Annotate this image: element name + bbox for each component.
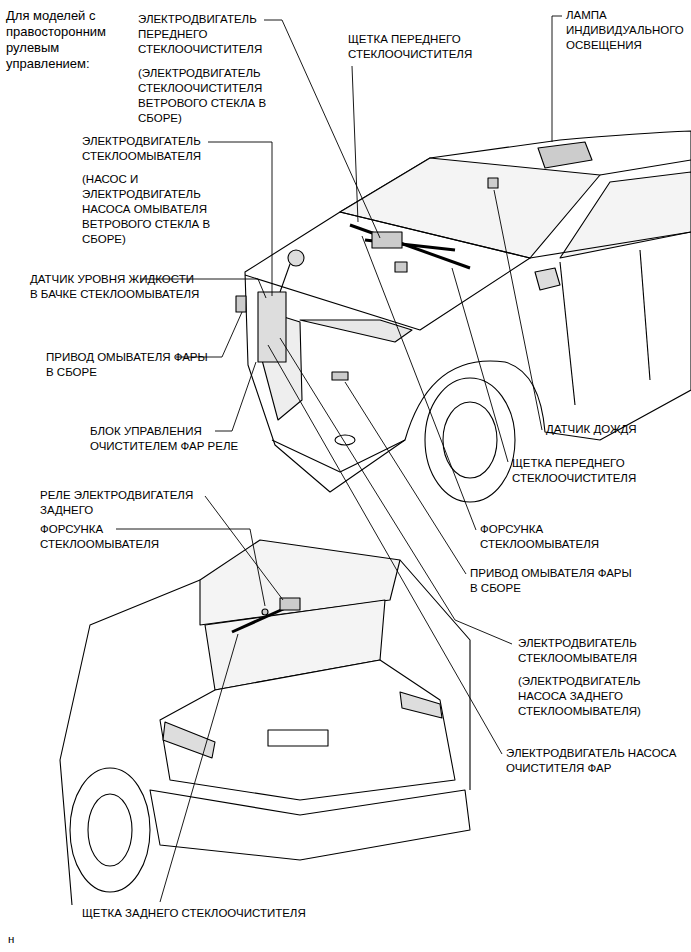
part-label: ЩЕТКА ЗАДНЕГО СТЕКЛООЧИСТИТЕЛЯ — [82, 906, 382, 921]
part-label: (ЭЛЕКТРОДВИГАТЕЛЬ НАСОСА ЗАДНЕГО СТЕКЛОО… — [518, 674, 683, 719]
part-label: ПРИВОД ОМЫВАТЕЛЯ ФАРЫ В СБОРЕ — [46, 350, 211, 380]
part-label: ЛАМПА ИНДИВИДУАЛЬНОГО ОСВЕЩЕНИЯ — [566, 8, 688, 53]
part-label: (НАСОС И ЭЛЕКТРОДВИГАТЕЛЬ НАСОСА ОМЫВАТЕ… — [82, 172, 242, 247]
part-label: ДАТЧИК УРОВНЯ ЖИДКОСТИ В БАЧКЕ СТЕКЛООМЫ… — [30, 272, 200, 302]
part-label: ДАТЧИК ДОЖДЯ — [546, 422, 686, 437]
part-label: РЕЛЕ ЭЛЕКТРОДВИГАТЕЛЯ ЗАДНЕГО — [40, 488, 210, 518]
part-label: БЛОК УПРАВЛЕНИЯ ОЧИСТИТЕЛЕМ ФАР РЕЛЕ — [90, 424, 240, 454]
part-label: ЭЛЕКТРОДВИГАТЕЛЬ СТЕКЛООМЫВАТЕЛЯ — [518, 636, 683, 666]
page-title: Для моделей с правосторонним рулевым упр… — [6, 8, 118, 72]
part-label: ЭЛЕКТРОДВИГАТЕЛЬ СТЕКЛООМЫВАТЕЛЯ — [82, 134, 232, 164]
part-label: ЭЛЕКТРОДВИГАТЕЛЬ ПЕРЕДНЕГО СТЕКЛООЧИСТИТ… — [138, 12, 268, 57]
part-label: ЩЕТКА ПЕРЕДНЕГО СТЕКЛООЧИСТИТЕЛЯ — [512, 456, 682, 486]
part-label: (ЭЛЕКТРОДВИГАТЕЛЬ СТЕКЛООЧИСТИТЕЛЯ ВЕТРО… — [138, 66, 288, 126]
part-label: н — [8, 932, 28, 947]
part-label: ФОРСУНКА СТЕКЛООМЫВАТЕЛЯ — [480, 522, 630, 552]
part-label: ЩЕТКА ПЕРЕДНЕГО СТЕКЛООЧИСТИТЕЛЯ — [348, 32, 548, 62]
part-label: ПРИВОД ОМЫВАТЕЛЯ ФАРЫ В СБОРЕ — [470, 566, 640, 596]
part-label: ЭЛЕКТРОДВИГАТЕЛЬ НАСОСА ОЧИСТИТЕЛЯ ФАР — [506, 746, 686, 776]
part-label: ФОРСУНКА СТЕКЛООМЫВАТЕЛЯ — [40, 522, 190, 552]
